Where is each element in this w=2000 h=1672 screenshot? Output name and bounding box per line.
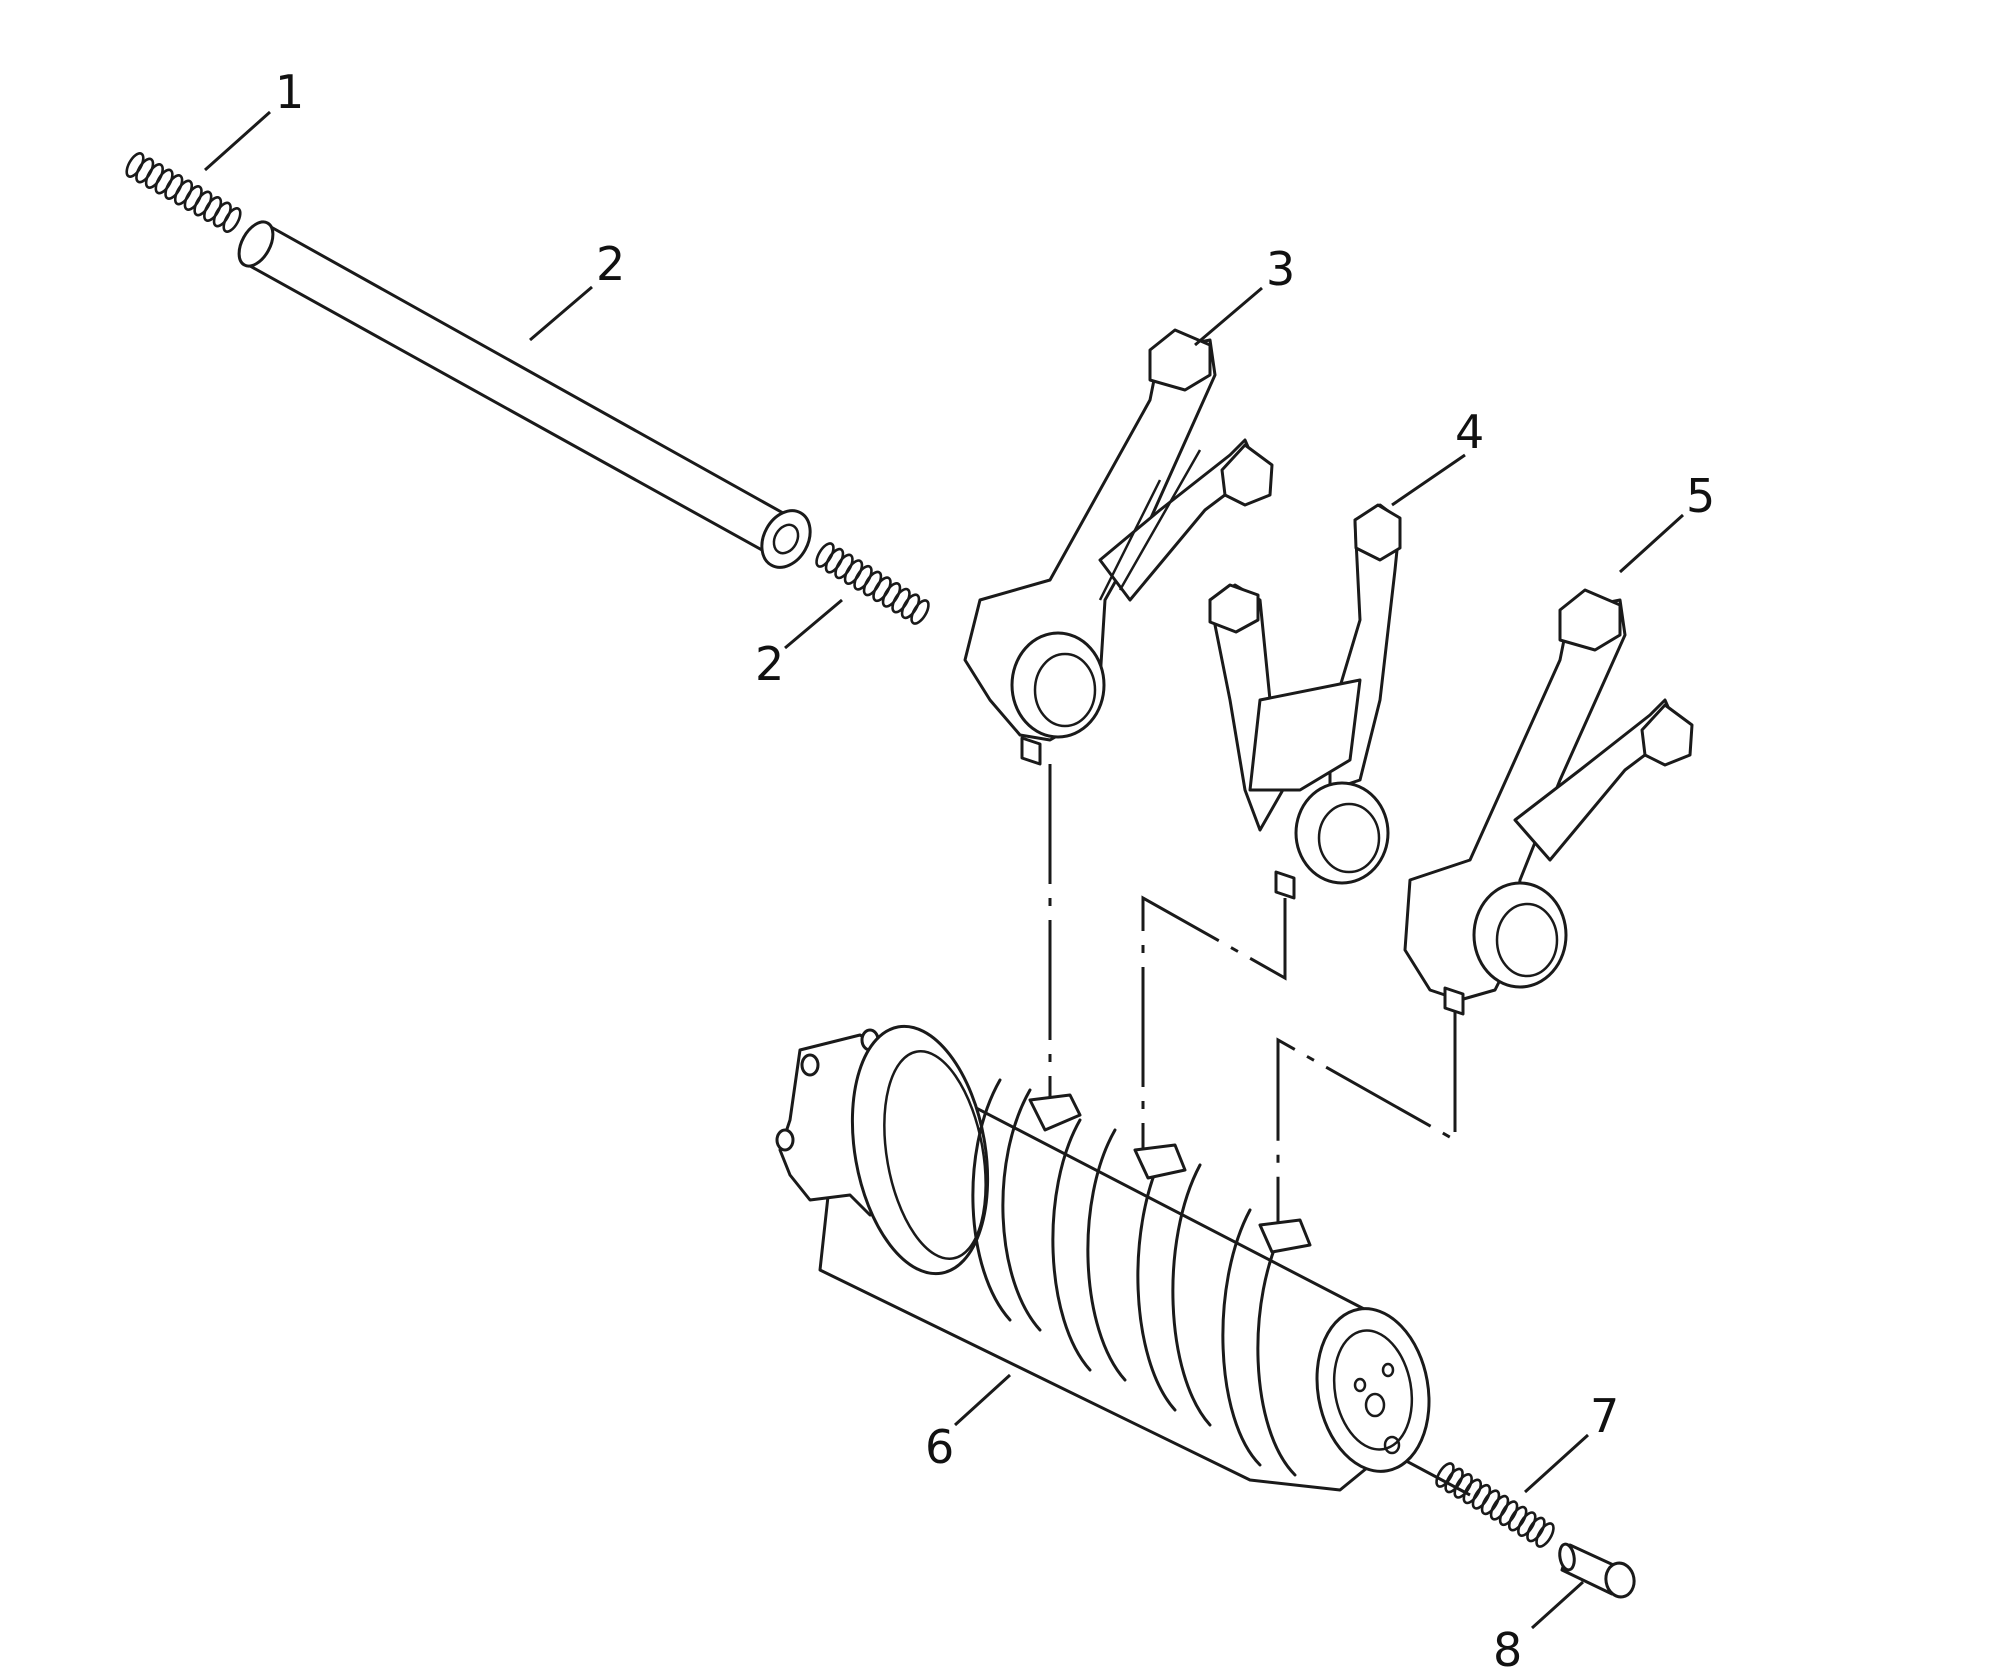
spring-coil bbox=[222, 207, 242, 233]
callouts: 1 2 2 3 4 5 6 7 8 bbox=[275, 65, 1715, 1672]
callout-shaft: 1 bbox=[275, 65, 304, 119]
spring-coil bbox=[144, 163, 164, 189]
shift-fork-5 bbox=[1403, 588, 1694, 1016]
spring-coil bbox=[1498, 1500, 1519, 1527]
spring-coil bbox=[815, 542, 835, 568]
spring-coil bbox=[834, 553, 854, 580]
shift-fork-3 bbox=[963, 328, 1274, 766]
spring-coil bbox=[193, 190, 213, 217]
drum-spring bbox=[1435, 1462, 1555, 1548]
spring-coil bbox=[843, 559, 864, 585]
spring-coil bbox=[824, 547, 845, 574]
spring-shaft-end bbox=[815, 542, 930, 625]
shift-fork-4 bbox=[1208, 503, 1402, 900]
spring-coil bbox=[862, 570, 883, 597]
spring-coil bbox=[872, 576, 892, 603]
spring-top-left bbox=[125, 152, 242, 233]
spring-coil bbox=[1507, 1505, 1528, 1532]
spring-coil bbox=[212, 201, 232, 228]
exploded-view-lines bbox=[1048, 764, 1471, 1497]
callout-spring-shaft-end: 2 bbox=[755, 637, 784, 691]
callout-spring-top-left: 2 bbox=[596, 237, 625, 291]
spring-coil bbox=[853, 564, 873, 591]
spring-coil bbox=[125, 152, 145, 178]
spring-coil bbox=[1535, 1522, 1555, 1548]
shaft bbox=[237, 220, 812, 569]
spring-coil bbox=[183, 185, 203, 211]
spring-coil bbox=[910, 599, 930, 625]
spring-coil bbox=[1480, 1489, 1501, 1516]
spring-coil bbox=[1471, 1483, 1492, 1510]
shift-drum bbox=[775, 1024, 1431, 1492]
spring-coil bbox=[135, 157, 155, 184]
spring-coil bbox=[1517, 1511, 1537, 1537]
callout-drum-pin: 8 bbox=[1493, 1623, 1522, 1667]
spring-coil bbox=[1489, 1494, 1510, 1521]
callout-shift-fork-5: 5 bbox=[1686, 469, 1715, 523]
spring-coil bbox=[203, 196, 223, 222]
leader-lines bbox=[204, 110, 1685, 1630]
drum-pin bbox=[1558, 1542, 1636, 1599]
spring-coil bbox=[1435, 1462, 1455, 1488]
spring-coil bbox=[1526, 1516, 1546, 1543]
callout-shift-drum: 6 bbox=[925, 1420, 954, 1474]
callout-shift-fork-3: 3 bbox=[1266, 242, 1295, 296]
spring-coil bbox=[1462, 1478, 1483, 1505]
spring-coil bbox=[164, 174, 184, 200]
spring-coil bbox=[1444, 1467, 1464, 1494]
callout-drum-spring: 7 bbox=[1590, 1389, 1619, 1443]
spring-coil bbox=[881, 582, 902, 608]
callout-shift-fork-4: 4 bbox=[1455, 405, 1484, 459]
spring-coil bbox=[1453, 1473, 1473, 1499]
spring-coil bbox=[154, 168, 174, 195]
spring-coil bbox=[891, 587, 911, 614]
spring-coil bbox=[173, 179, 194, 206]
spring-coil bbox=[900, 593, 921, 620]
